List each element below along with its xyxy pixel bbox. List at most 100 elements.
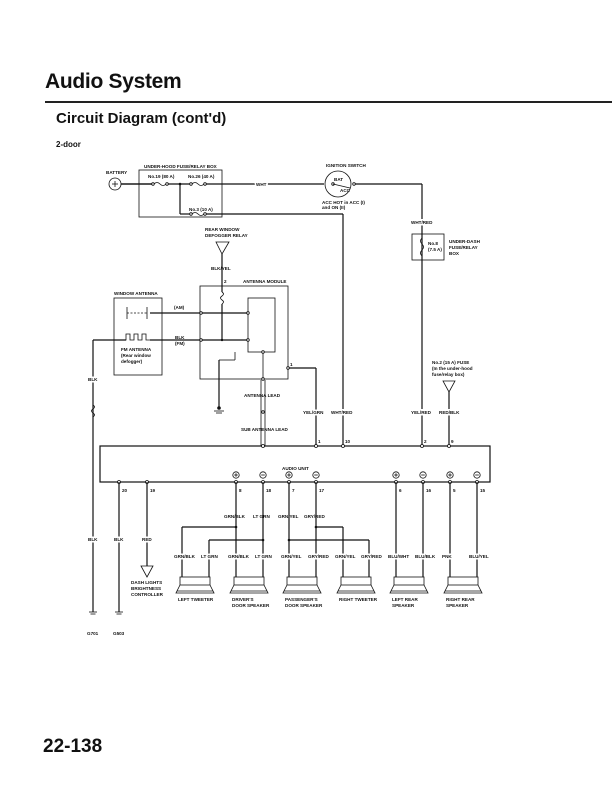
- speaker: LEFT TWEETER: [175, 576, 215, 602]
- title-rule: [45, 101, 612, 103]
- speaker-icon: [393, 576, 425, 586]
- fuse-2: No.2 (15 A) FUSE (In the under-hood fuse…: [432, 360, 473, 446]
- antenna-module-label: ANTENNA MODULE: [243, 279, 286, 284]
- plus-terminal-icon: [232, 471, 240, 479]
- speaker-label: RIGHT TWEETER: [339, 597, 378, 602]
- minus-terminal-icon: [259, 471, 267, 479]
- audio-unit-label: AUDIO UNIT: [282, 466, 309, 471]
- ground-label: G503: [113, 631, 125, 636]
- speaker-icon: [233, 576, 265, 586]
- fuse-2-arrow-icon: [442, 380, 456, 393]
- coil-icon: [220, 291, 224, 305]
- unit-wire-label: LT GRN: [253, 514, 270, 519]
- speaker-wire-label: BLU/BLK: [415, 554, 436, 559]
- fuse-8-rating: (7.5 A): [428, 247, 442, 252]
- fuse-19-label: No.19 (80 A): [148, 174, 175, 179]
- defogger-relay: REAR WINDOW DEFOGGER RELAY BLK/YEL 2: [205, 227, 248, 286]
- wire-wht-red-label: WHT/RED: [411, 220, 433, 225]
- top-pin-label: 2: [424, 439, 427, 444]
- battery-label: BATTERY: [106, 170, 127, 175]
- fm-antenna-label-2: (Rear window: [121, 353, 151, 358]
- wire-red-label: RED: [142, 537, 152, 542]
- wire-blk-a-label: BLK: [88, 537, 98, 542]
- acc-note-1: ACC HOT in ACC (I): [322, 200, 365, 205]
- underhood-box-label: UNDER-HOOD FUSE/RELAY BOX: [144, 164, 218, 169]
- battery: BATTERY: [106, 170, 127, 191]
- wire-blk-yel-label: BLK/YEL: [211, 266, 231, 271]
- blk-fm-label-1: BLK: [175, 335, 185, 340]
- page-number: 22-138: [43, 736, 103, 757]
- audio-pin-label: 6: [399, 488, 402, 493]
- speaker-label: LEFT REAR: [392, 597, 418, 602]
- defogger-relay-label-1: REAR WINDOW: [205, 227, 240, 232]
- underhood-fuse-box: UNDER-HOOD FUSE/RELAY BOX No.19 (80 A) N…: [121, 164, 223, 218]
- antenna-lead-label: ANTENNA LEAD: [244, 393, 281, 398]
- wire-red-blk-label: RED/BLK: [439, 410, 460, 415]
- relay-arrow-icon: [215, 241, 230, 255]
- speaker-wire-label: GRY/RED: [308, 554, 329, 559]
- bat-terminal-label: BAT: [334, 177, 343, 182]
- speaker-wire-label: GRY/RED: [361, 554, 382, 559]
- antenna-module: ANTENNA MODULE (AM) BLK (FM) 1 YEL/GRN W…: [150, 279, 355, 446]
- fm-antenna-label-1: FM ANTENNA: [121, 347, 152, 352]
- audio-pin-label: 16: [426, 488, 432, 493]
- audio-pin-label: 18: [266, 488, 272, 493]
- underdash-label-2: FUSE/RELAY: [449, 245, 478, 250]
- speaker-label-2: SPEAKER: [392, 603, 415, 608]
- pin-2-label: 2: [224, 279, 227, 284]
- fuse-8-label: No.8: [428, 241, 438, 246]
- ignition-switch-label: IGNITION SWITCH: [326, 163, 366, 168]
- top-pin-label: 1: [318, 439, 321, 444]
- ground-label: G701: [87, 631, 99, 636]
- acc-terminal-label: ACC: [340, 188, 351, 193]
- ignition-switch-icon: [324, 170, 352, 198]
- audio-pin-label: 7: [292, 488, 295, 493]
- audio-pin-label: 15: [480, 488, 486, 493]
- speaker: RIGHT TWEETER: [336, 576, 378, 602]
- ground-g503: G503: [113, 611, 125, 636]
- plus-terminal-icon: [392, 471, 400, 479]
- wire-wht-label: WHT: [256, 182, 267, 187]
- speaker-label: LEFT TWEETER: [178, 597, 214, 602]
- sub-antenna-lead-label: SUB ANTENNA LEAD: [241, 427, 289, 432]
- fuse-3-label: No.3 (10 A): [189, 207, 213, 212]
- speaker-icon: [340, 576, 372, 586]
- audio-pin-label: 17: [319, 488, 325, 493]
- speaker-wire-label: BLU/WHT: [388, 554, 409, 559]
- minus-terminal-icon: [473, 471, 481, 479]
- top-pin-label: 9: [451, 439, 454, 444]
- audio-pin-label: 19: [150, 488, 156, 493]
- dash-lights-label-3: CONTROLLER: [131, 592, 164, 597]
- page-title: Audio System: [45, 70, 182, 93]
- am-label: (AM): [174, 305, 185, 310]
- speaker-wire-label: GRN/YEL: [335, 554, 356, 559]
- speaker-wire-label: GRN/BLK: [228, 554, 250, 559]
- fuse-26-icon: [191, 182, 205, 186]
- coil-icon-2: [91, 404, 95, 418]
- speaker-label: PASSENGER'S: [285, 597, 318, 602]
- speaker-wire-label: LT GRN: [201, 554, 218, 559]
- audio-unit-box: [99, 445, 491, 483]
- speaker-wire-label: GRN/YEL: [281, 554, 302, 559]
- wire-blk-b-label: BLK: [114, 537, 124, 542]
- wire-yel-red-label: YEL/RED: [411, 410, 432, 415]
- fuse-26-label: No.26 (40 A): [188, 174, 215, 179]
- speaker-label: DRIVER'S: [232, 597, 254, 602]
- speaker-icon: [179, 576, 211, 586]
- variant-label: 2-door: [56, 140, 81, 149]
- unit-wire-label: GRN/BLK: [224, 514, 246, 519]
- fm-antenna-label-3: defogger): [121, 359, 143, 364]
- window-antenna-label: WINDOW ANTENNA: [114, 291, 158, 296]
- acc-note-2: and ON (II): [322, 205, 346, 210]
- speaker-wiring: GRN/BLK LT GRN GRN/BLK LT GRN GRN/YEL GRY/RED…: [173, 482, 490, 577]
- speaker-wire-label: PNK: [442, 554, 452, 559]
- fuse-19-icon: [153, 182, 167, 186]
- wire-wht-red-2-label: WHT/RED: [331, 410, 353, 415]
- module-pin-1-label: 1: [290, 362, 293, 367]
- unit-wire-label: GRY/RED: [304, 514, 325, 519]
- speaker-label-2: DOOR SPEAKER: [232, 603, 270, 608]
